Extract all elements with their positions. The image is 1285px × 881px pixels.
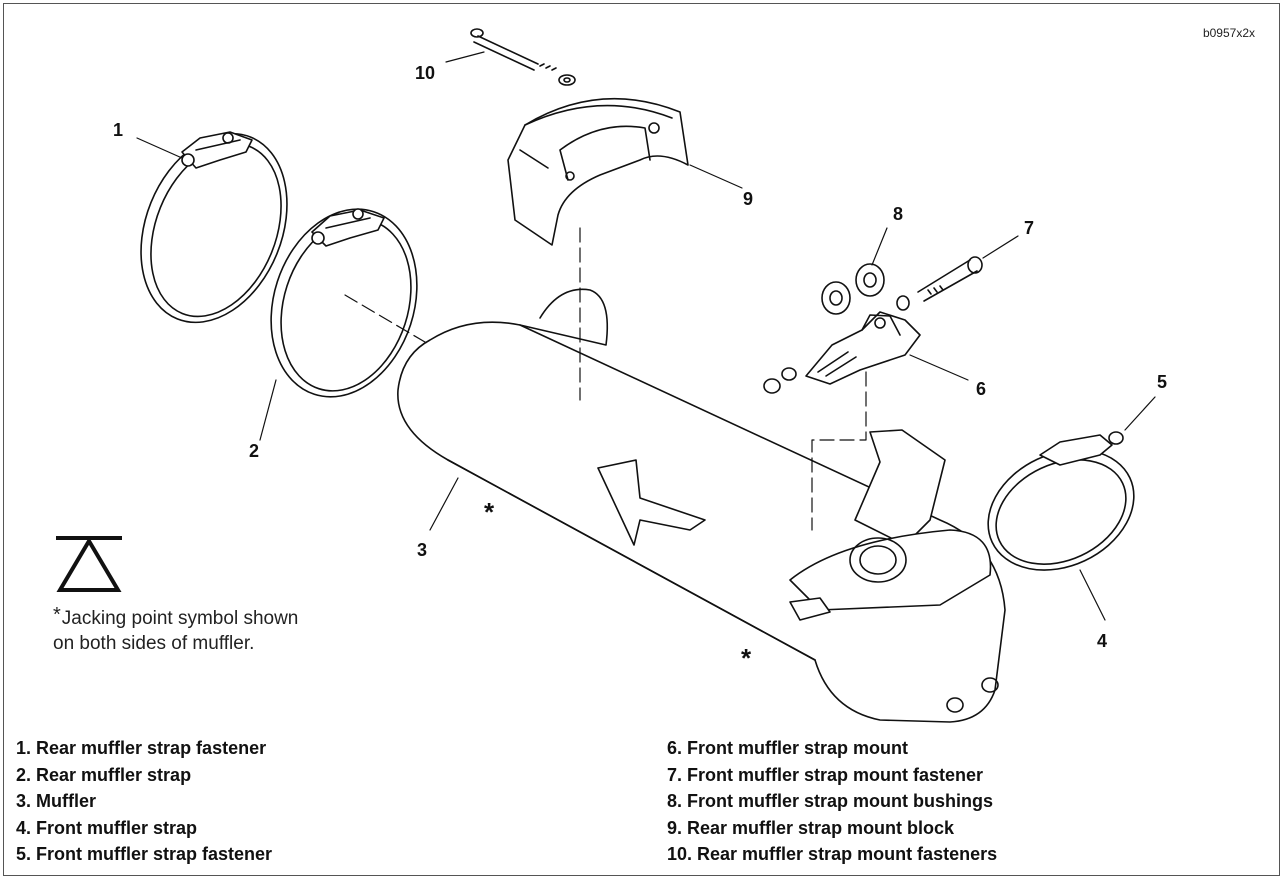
legend-item-10: 10. Rear muffler strap mount fasteners: [667, 844, 998, 864]
legend-item-4: 4. Front muffler strap: [16, 817, 198, 838]
legend-item-3: 3. Muffler: [16, 791, 97, 811]
callout-10: 10: [415, 63, 436, 83]
jacking-point-marker-bottom: *: [741, 643, 752, 673]
legend-item-6: 6. Front muffler strap mount: [667, 738, 909, 758]
callout-5: 5: [1157, 372, 1168, 392]
mount-bushings: [821, 263, 885, 315]
legend-left: 1. Rear muffler strap fastener 2. Rear m…: [16, 735, 272, 868]
jacking-point-symbol: [56, 536, 122, 592]
jacking-point-marker-top: *: [484, 497, 495, 527]
figure-code: b0957x2x: [1202, 26, 1255, 40]
alignment-lines: [344, 227, 867, 531]
front-mount: [763, 311, 921, 394]
front-mount-bolt: [896, 256, 983, 311]
jacking-point-note: *Jacking point symbol shown on both side…: [53, 603, 393, 656]
rear-mount-block: [507, 97, 689, 246]
callout-1: 1: [113, 120, 124, 140]
callout-8: 8: [893, 204, 904, 224]
front-muffler-strap-ring: [987, 431, 1135, 571]
legend-item-5: 5. Front muffler strap fastener: [16, 844, 273, 864]
rear-muffler-strap-ring: [270, 208, 418, 398]
callout-7: 7: [1024, 218, 1035, 238]
legend-item-8: 8. Front muffler strap mount bushings: [667, 791, 994, 811]
jacking-note-line-1: *Jacking point symbol shown: [53, 604, 299, 629]
leader-lines: [136, 51, 1156, 621]
callout-3: 3: [417, 540, 428, 560]
rear-muffler-strap-fastener-ring: [140, 131, 288, 324]
jacking-note-line-2: on both sides of muffler.: [53, 633, 255, 654]
callout-6: 6: [976, 379, 987, 399]
jacking-note-star: *: [53, 604, 61, 626]
callout-9: 9: [743, 189, 754, 209]
rear-mount-bolt: [470, 28, 576, 86]
callout-4: 4: [1097, 631, 1108, 651]
legend-item-9: 9. Rear muffler strap mount block: [667, 817, 955, 838]
muffler-body: [397, 288, 1006, 723]
legend-item-2: 2. Rear muffler strap: [16, 764, 192, 785]
legend-right: 6. Front muffler strap mount 7. Front mu…: [667, 735, 997, 868]
legend-item-1: 1. Rear muffler strap fastener: [16, 738, 267, 758]
legend-item-7: 7. Front muffler strap mount fastener: [667, 764, 984, 785]
callout-2: 2: [249, 441, 260, 461]
